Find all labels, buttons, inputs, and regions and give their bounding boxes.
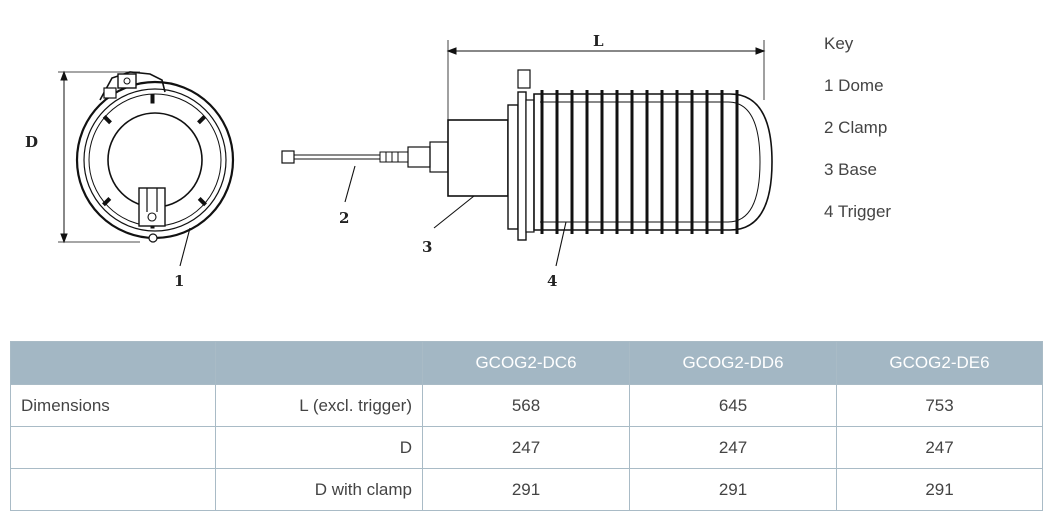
key-item: 3 Base [824,160,877,179]
dimensions-table: GCOG2-DC6 GCOG2-DD6 GCOG2-DE6 Dimensions… [10,341,1043,511]
column-header [215,341,423,385]
table-cell: 645 [629,384,837,427]
callout-2: 2 [339,209,349,227]
table-row: Dimensions L (excl. trigger) 568 645 753 [10,384,1043,427]
callout-4: 4 [547,272,557,290]
callout-1: 1 [174,272,184,290]
callout-3: 3 [422,238,432,256]
key-legend: Key 1 Dome 2 Clamp 3 Base 4 Trigger [824,30,891,240]
column-header [10,341,216,385]
row-label [10,468,216,511]
row-sublabel: D [215,426,423,469]
dimension-label-d: D [25,133,38,151]
table-row: D 247 247 247 [10,426,1043,469]
table-cell: 568 [422,384,630,427]
table-cell: 753 [836,384,1043,427]
column-header-gcog2-dd6: GCOG2-DD6 [629,341,837,385]
column-header-gcog2-dc6: GCOG2-DC6 [422,341,630,385]
table-cell: 291 [836,468,1043,511]
key-title: Key [824,34,854,53]
front-view [58,70,235,267]
table-cell: 247 [836,426,1043,469]
row-sublabel: L (excl. trigger) [215,384,423,427]
column-header-gcog2-de6: GCOG2-DE6 [836,341,1043,385]
table-cell: 247 [629,426,837,469]
side-view [281,40,773,267]
row-sublabel: D with clamp [215,468,423,511]
key-item: 2 Clamp [824,118,888,137]
key-item: 1 Dome [824,76,884,95]
table-cell: 291 [629,468,837,511]
table-cell: 247 [422,426,630,469]
table-row: D with clamp 291 291 291 [10,468,1043,511]
key-item: 4 Trigger [824,202,892,221]
table-header-row: GCOG2-DC6 GCOG2-DD6 GCOG2-DE6 [10,341,1043,385]
row-label: Dimensions [10,384,216,427]
row-label [10,426,216,469]
dimension-label-l: L [593,32,604,50]
table-cell: 291 [422,468,630,511]
product-drawing: D 1 [25,32,773,290]
